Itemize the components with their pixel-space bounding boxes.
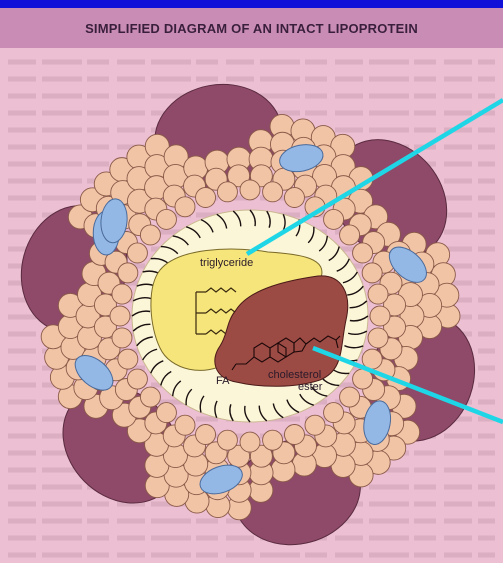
phospholipid-head	[340, 225, 360, 245]
phospholipid-head	[118, 263, 138, 283]
diagram-area: triglyceride cholesterol ester FA	[0, 48, 503, 563]
phospholipid-head	[118, 349, 138, 369]
phospholipid-head	[196, 188, 216, 208]
phospholipid-head	[368, 284, 388, 304]
triglyceride-label: triglyceride	[200, 257, 253, 269]
phospholipid-head	[240, 180, 260, 200]
fatty-acid-label: FA	[216, 375, 230, 387]
phospholipid-head	[217, 182, 237, 202]
phospholipid-head	[362, 263, 382, 283]
phospholipid-head	[368, 328, 388, 348]
phospholipid-head	[353, 243, 373, 263]
figure-title: SIMPLIFIED DIAGRAM OF AN INTACT LIPOPROT…	[85, 21, 418, 36]
cholesterol-ester-label-line1: cholesterol	[268, 369, 321, 381]
phospholipid-head	[156, 403, 176, 423]
phospholipid-head	[305, 415, 325, 435]
phospholipid-head	[196, 424, 216, 444]
title-bar: SIMPLIFIED DIAGRAM OF AN INTACT LIPOPROT…	[0, 8, 503, 49]
phospholipid-head	[263, 182, 283, 202]
phospholipid-head	[140, 387, 160, 407]
phospholipid-head	[175, 197, 195, 217]
phospholipid-head	[217, 430, 237, 450]
phospholipid-head	[127, 369, 147, 389]
phospholipid-head	[175, 415, 195, 435]
phospholipid-head	[263, 430, 283, 450]
phospholipid-head	[340, 387, 360, 407]
phospholipid-head	[370, 306, 390, 326]
phospholipid-head	[324, 209, 344, 229]
phospholipid-head	[324, 403, 344, 423]
phospholipid-head	[140, 225, 160, 245]
phospholipid-head	[284, 188, 304, 208]
phospholipid-head	[112, 284, 132, 304]
phospholipid-head	[240, 432, 260, 452]
phospholipid-head	[284, 424, 304, 444]
phospholipid-head	[112, 328, 132, 348]
phospholipid-head	[127, 243, 147, 263]
cholesterol-ester-label-line2: ester	[298, 381, 323, 393]
phospholipid-head	[156, 209, 176, 229]
lipoprotein-diagram: triglyceride cholesterol ester FA	[0, 48, 503, 563]
phospholipid-head	[110, 306, 130, 326]
